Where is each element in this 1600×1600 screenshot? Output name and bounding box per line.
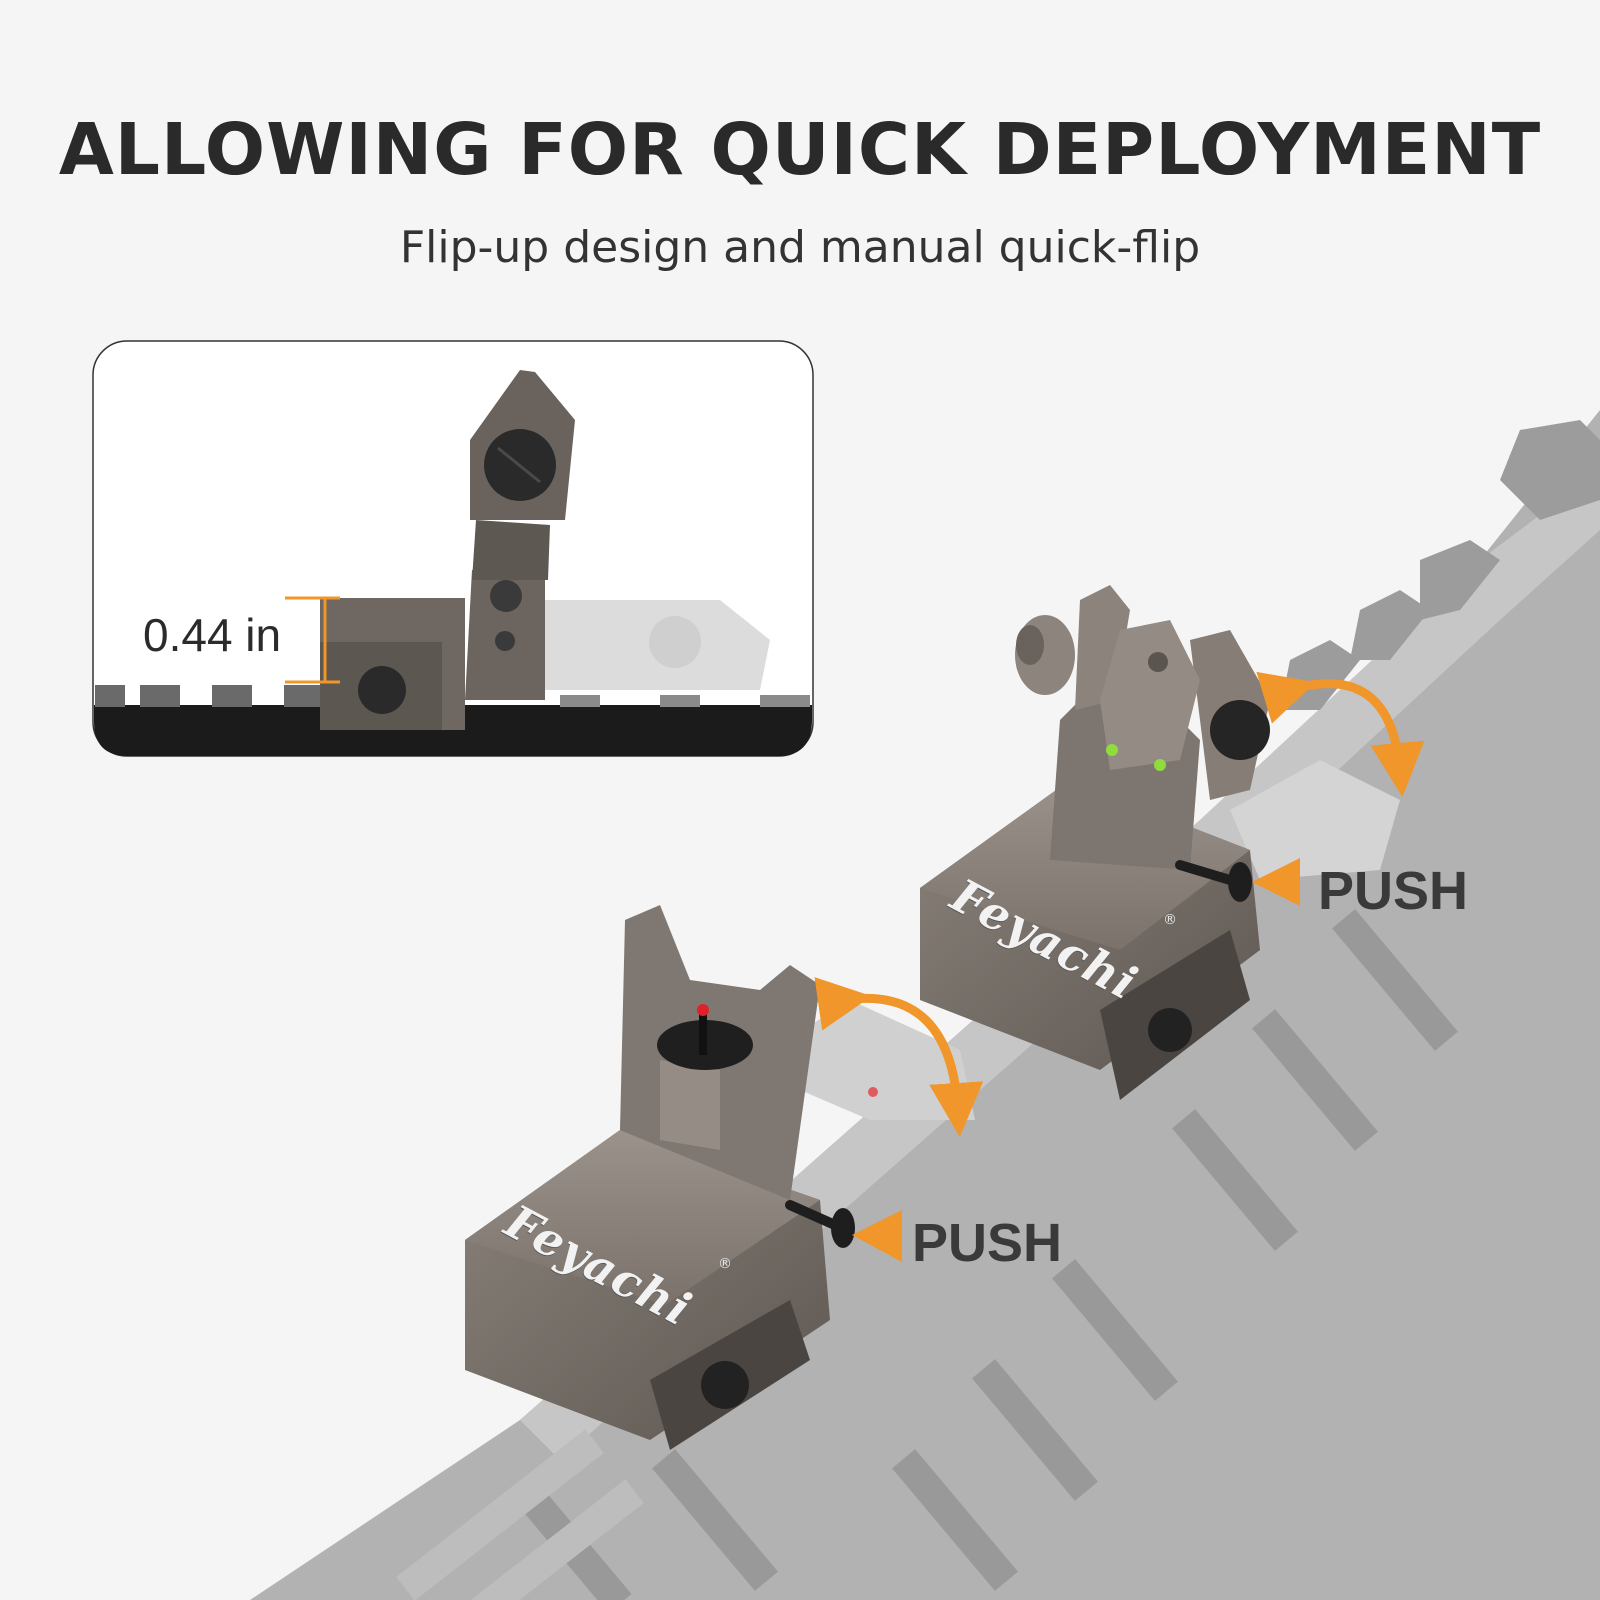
page-subtitle: Flip-up design and manual quick-flip <box>399 222 1201 273</box>
rear-mount-screw <box>1148 1008 1192 1052</box>
measurement-label: 0.44 in <box>143 609 282 661</box>
front-push-label: PUSH <box>912 1213 1063 1273</box>
rear-fiber-dot-left <box>1106 744 1118 756</box>
front-mount-screw <box>701 1361 749 1409</box>
rear-fiber-dot-right <box>1154 759 1166 771</box>
front-registered-mark: ® <box>718 1256 732 1272</box>
rear-push-label: PUSH <box>1318 861 1469 921</box>
front-fiber-dot <box>697 1004 709 1016</box>
rear-sight <box>920 585 1425 1100</box>
inset-screw <box>358 666 406 714</box>
page-title: ALLOWING FOR QUICK DEPLOYMENT <box>58 108 1542 191</box>
rear-flip-arrow <box>1256 671 1425 797</box>
measurement-marker <box>285 596 340 684</box>
inset-rail-teeth <box>95 685 810 707</box>
front-flip-arrow <box>814 977 984 1137</box>
front-sight <box>465 905 984 1450</box>
rear-aperture-plate <box>1100 620 1200 770</box>
front-push-arrow <box>852 1210 902 1262</box>
front-push-pin <box>831 1208 855 1248</box>
rear-push-arrow <box>1252 858 1300 906</box>
rear-registered-mark: ® <box>1163 912 1177 928</box>
rear-push-pin <box>1228 862 1252 902</box>
inset-panel <box>92 340 814 757</box>
